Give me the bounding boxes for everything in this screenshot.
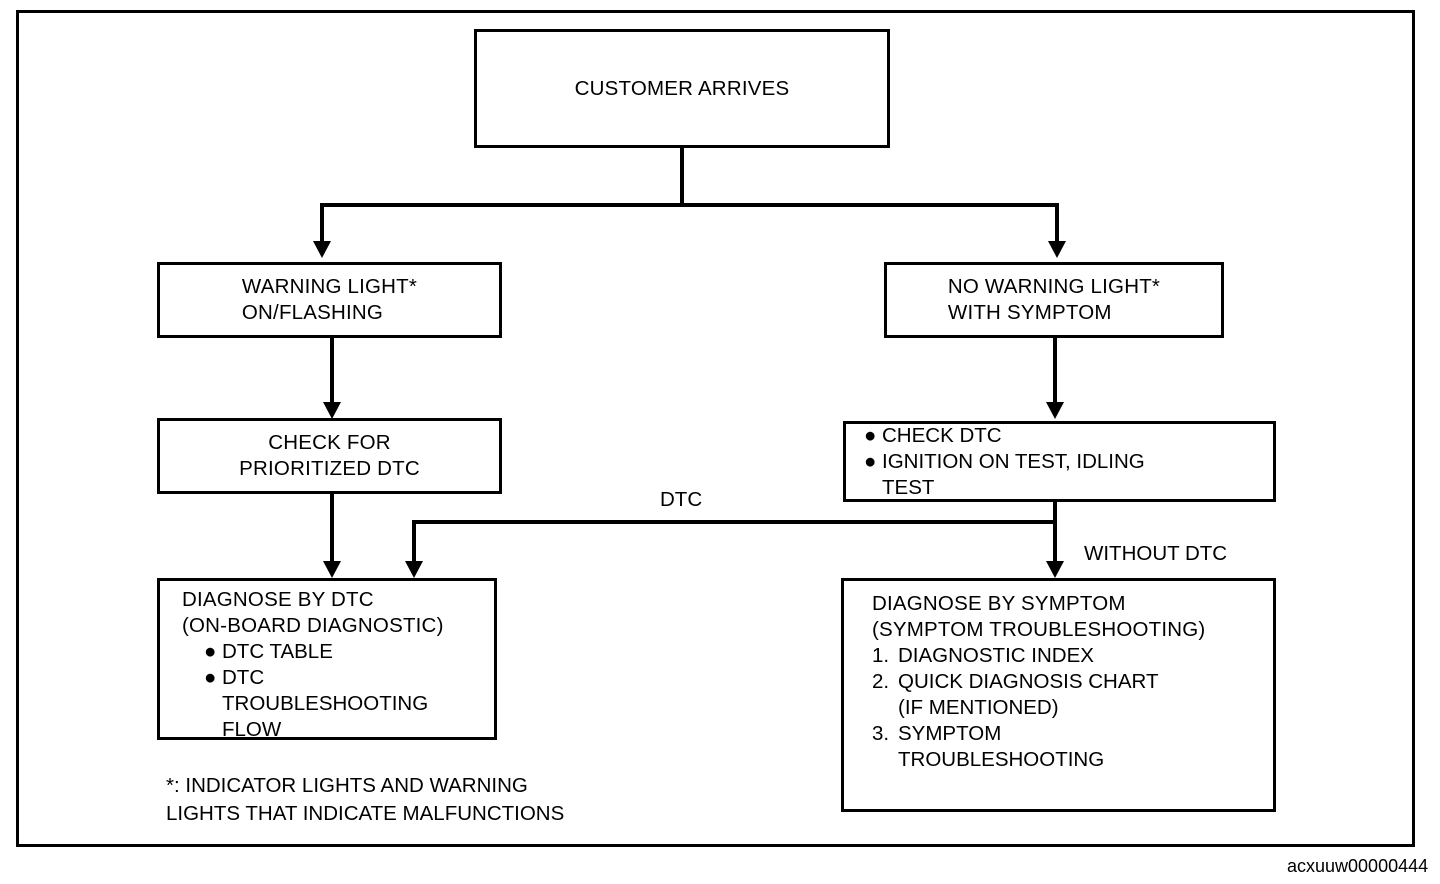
arrow-to-check-dtc — [1046, 402, 1064, 419]
node-check-prioritized-dtc-line2: PRIORITIZED DTC — [239, 457, 420, 480]
node-diagnose-by-symptom-item-3: 3. SYMPTOM TROUBLESHOOTING — [872, 721, 1265, 773]
node-check-dtc-bullet-1: ● CHECK DTC — [864, 423, 1263, 449]
node-diagnose-by-symptom-item-2-text: QUICK DIAGNOSIS CHART (IF MENTIONED) — [898, 670, 1159, 719]
node-check-prioritized-dtc: CHECK FOR PRIORITIZED DTC — [157, 418, 502, 494]
diagram-border — [16, 10, 1415, 847]
node-diagnose-by-dtc: DIAGNOSE BY DTC (ON-BOARD DIAGNOSTIC) ● … — [157, 578, 497, 743]
node-diagnose-by-symptom-item-2: 2. QUICK DIAGNOSIS CHART (IF MENTIONED) — [872, 669, 1265, 721]
bullet-icon: ● — [204, 640, 217, 663]
connector-warning-to-check — [330, 338, 334, 402]
node-diagnose-by-dtc-bullet-2: ● DTC TROUBLESHOOTING FLOW — [204, 665, 486, 743]
arrow-to-warning-light — [313, 241, 331, 258]
node-diagnose-by-dtc-bullet-1-text: DTC TABLE — [222, 640, 333, 663]
bullet-icon: ● — [204, 666, 217, 689]
node-diagnose-by-symptom-header-1: DIAGNOSE BY SYMPTOM — [872, 592, 1126, 615]
node-warning-light-line2: ON/FLASHING — [241, 301, 384, 324]
node-customer-arrives-label: CUSTOMER ARRIVES — [574, 76, 790, 100]
node-diagnose-by-symptom-header-2: (SYMPTOM TROUBLESHOOTING) — [872, 618, 1206, 641]
node-diagnose-by-symptom-item-3-text: SYMPTOM TROUBLESHOOTING — [898, 722, 1105, 771]
node-customer-arrives: CUSTOMER ARRIVES — [474, 29, 890, 148]
node-warning-light-line1: WARNING LIGHT* — [241, 275, 418, 298]
node-warning-light-text: WARNING LIGHT* ON/FLASHING — [242, 274, 417, 326]
arrow-to-check-prioritized — [323, 402, 341, 419]
node-diagnose-by-symptom-item-1-number: 1. — [872, 644, 890, 667]
connector-no-warning-to-check-dtc — [1053, 338, 1057, 402]
node-check-prioritized-dtc-line1: CHECK FOR — [268, 431, 391, 454]
node-no-warning-light-line1: NO WARNING LIGHT* — [947, 275, 1161, 298]
node-check-dtc-bullet-2: ● IGNITION ON TEST, IDLING TEST — [864, 449, 1263, 501]
connector-dtc-branch — [412, 520, 1055, 524]
node-diagnose-by-symptom-item-1-text: DIAGNOSTIC INDEX — [898, 644, 1094, 667]
footnote-indicator-lights: *: INDICATOR LIGHTS AND WARNING LIGHTS T… — [166, 774, 565, 825]
arrow-to-diagnose-by-dtc-left — [323, 561, 341, 578]
connector-check-dtc-down — [1053, 502, 1057, 561]
node-diagnose-by-symptom-item-2-number: 2. — [872, 670, 890, 693]
node-no-warning-light-text: NO WARNING LIGHT* WITH SYMPTOM — [948, 274, 1160, 326]
node-diagnose-by-dtc-bullet-1: ● DTC TABLE — [204, 639, 486, 665]
connector-check-to-diagnose-dtc — [330, 494, 334, 561]
edge-label-without-dtc: WITHOUT DTC — [1084, 542, 1228, 565]
node-diagnose-by-symptom: DIAGNOSE BY SYMPTOM (SYMPTOM TROUBLESHOO… — [841, 578, 1276, 812]
node-no-warning-light-line2: WITH SYMPTOM — [947, 301, 1112, 324]
node-check-prioritized-dtc-text: CHECK FOR PRIORITIZED DTC — [239, 430, 420, 482]
bullet-icon: ● — [864, 449, 877, 473]
connector-split-left-drop — [320, 203, 324, 241]
node-diagnose-by-dtc-bullet-2-text: DTC TROUBLESHOOTING FLOW — [222, 666, 429, 741]
arrow-to-diagnose-by-dtc-branch — [405, 561, 423, 578]
node-check-dtc-bullet-2-text: IGNITION ON TEST, IDLING TEST — [882, 449, 1145, 499]
node-diagnose-by-dtc-header-2: (ON-BOARD DIAGNOSTIC) — [182, 614, 444, 637]
node-warning-light: WARNING LIGHT* ON/FLASHING — [157, 262, 502, 338]
node-check-dtc: ● CHECK DTC ● IGNITION ON TEST, IDLING T… — [843, 421, 1276, 502]
arrow-to-diagnose-by-symptom — [1046, 561, 1064, 578]
node-diagnose-by-dtc-header-1: DIAGNOSE BY DTC — [182, 588, 374, 611]
node-diagnose-by-symptom-item-3-number: 3. — [872, 722, 890, 745]
edge-label-dtc: DTC — [660, 488, 703, 511]
connector-dtc-branch-drop — [412, 520, 416, 561]
bullet-icon: ● — [864, 423, 877, 447]
node-check-dtc-bullet-1-text: CHECK DTC — [882, 423, 1002, 447]
figure-caption: acxuuw00000444 — [1287, 856, 1429, 876]
node-diagnose-by-symptom-item-1: 1. DIAGNOSTIC INDEX — [872, 643, 1265, 669]
connector-split-bar — [320, 203, 1059, 207]
connector-split-right-drop — [1055, 203, 1059, 241]
arrow-to-no-warning-light — [1048, 241, 1066, 258]
node-no-warning-light: NO WARNING LIGHT* WITH SYMPTOM — [884, 262, 1224, 338]
connector-customer-to-split — [680, 148, 684, 207]
